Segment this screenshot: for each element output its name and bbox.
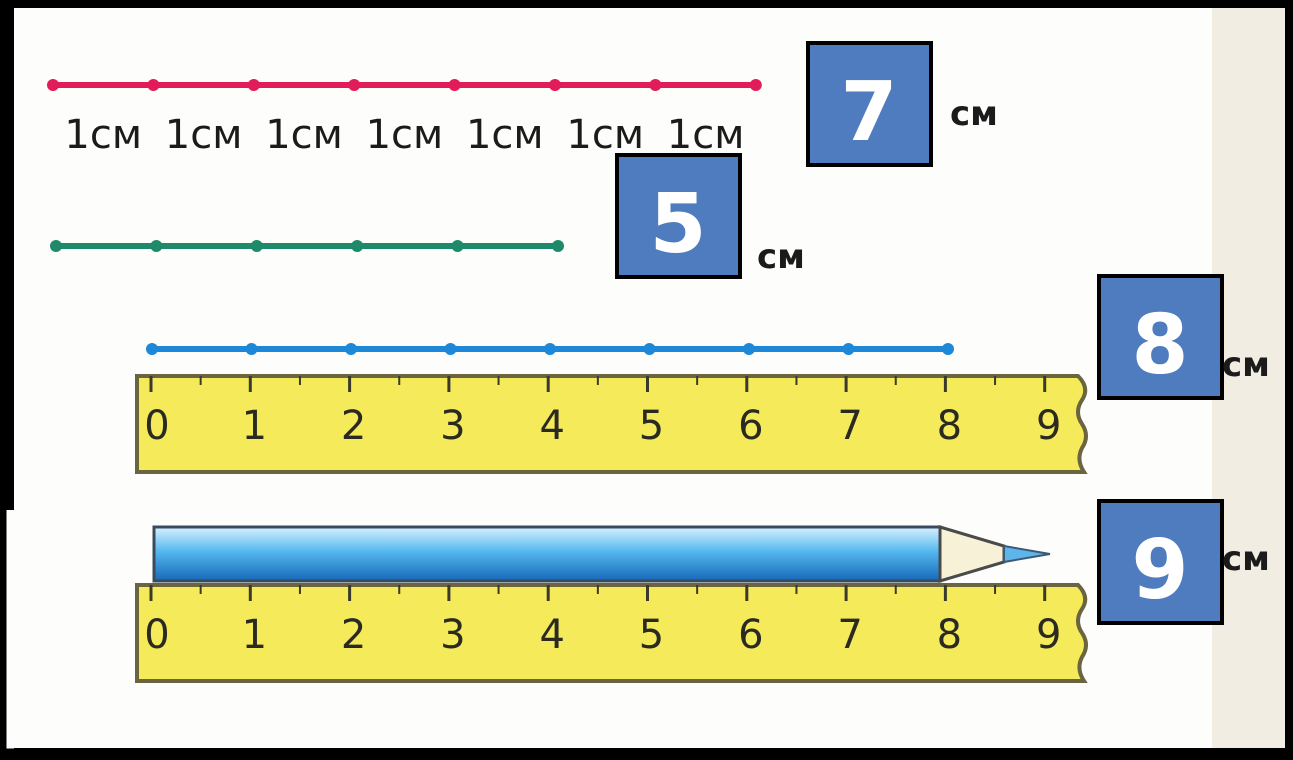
segment-tick-dot <box>245 343 258 355</box>
answer-box-3: 8 см <box>1097 274 1270 400</box>
segment-tick-dot <box>247 79 260 91</box>
ruler-tick-label: 2 <box>341 403 366 449</box>
ruler-tick-label: 1 <box>242 612 267 658</box>
segment-tick-dot <box>345 343 357 355</box>
unit-label: 1см <box>265 112 343 158</box>
answer-2-value: 5 <box>649 177 706 272</box>
ruler-tick-label: 0 <box>144 612 169 658</box>
segment-tick-dot <box>47 79 59 91</box>
answer-3-unit: см <box>1222 345 1270 385</box>
segment-tick-dot <box>743 343 755 355</box>
ruler-tick-label: 7 <box>837 612 862 658</box>
segment-3-marks <box>146 343 954 355</box>
ruler-tick-label: 5 <box>639 612 664 658</box>
segment-tick-dot <box>549 79 561 91</box>
answer-2-unit: см <box>757 237 805 277</box>
answer-box-3-fill <box>1097 274 1224 400</box>
segment-tick-dot <box>250 240 263 252</box>
answer-3-value: 8 <box>1131 298 1188 393</box>
segment-2-marks <box>50 240 564 252</box>
ruler-tick-label: 3 <box>440 403 465 449</box>
ruler-2-ticks: 0 1 2 3 4 5 6 7 8 9 <box>144 585 1061 658</box>
segment-green <box>50 240 564 252</box>
ruler-tick-label: 8 <box>937 403 962 449</box>
ruler-tick-label: 6 <box>738 612 763 658</box>
segment-tick-dot <box>150 240 163 252</box>
segment-1-marks <box>47 79 762 91</box>
ruler-tick-label: 4 <box>539 612 564 658</box>
segment-tick-dot <box>348 79 361 91</box>
answer-4-unit: см <box>1222 539 1270 579</box>
ruler-tick-label: 8 <box>937 612 962 658</box>
pencil <box>152 524 1051 584</box>
answer-box-2: 5 см <box>615 153 805 279</box>
segment-tick-dot <box>942 343 954 355</box>
answer-box-1-fill <box>806 41 933 167</box>
segment-tick-dot <box>451 240 464 252</box>
segment-tick-dot <box>50 240 62 252</box>
ruler-tick-label: 9 <box>1036 403 1061 449</box>
ruler-2-body <box>135 583 1088 683</box>
answer-box-4-fill <box>1097 499 1224 625</box>
ruler-2: 0 1 2 3 4 5 6 7 8 9 <box>135 583 1088 683</box>
answer-1-unit: см <box>950 94 998 134</box>
answer-1-value: 7 <box>840 65 897 160</box>
answer-4-value: 9 <box>1131 523 1188 618</box>
segment-tick-dot <box>643 343 656 355</box>
ruler-tick-label: 6 <box>738 403 763 449</box>
segment-tick-dot <box>649 79 662 91</box>
answer-box-4: 9 см <box>1097 499 1270 625</box>
segment-tick-dot <box>749 79 762 91</box>
unit-label: 1см <box>566 112 644 158</box>
page-edge <box>1212 8 1285 748</box>
ruler-1-ticks: 0 1 2 3 4 5 6 7 8 9 <box>144 376 1061 449</box>
ruler-tick-label: 4 <box>539 403 564 449</box>
pencil-body <box>152 525 942 583</box>
answer-box-1: 7 см <box>806 41 998 167</box>
segment-tick-dot <box>448 79 461 91</box>
unit-label: 1см <box>165 112 243 158</box>
ruler-tick-label: 2 <box>341 612 366 658</box>
answer-box-2-fill <box>615 153 742 279</box>
ruler-1-body <box>135 374 1088 474</box>
segment-tick-dot <box>146 343 158 355</box>
unit-label: 1см <box>667 112 745 158</box>
ruler-tick-label: 3 <box>440 612 465 658</box>
segment-tick-dot <box>444 343 457 355</box>
ruler-tick-label: 7 <box>837 403 862 449</box>
unit-label: 1см <box>466 112 544 158</box>
pencil-lead <box>1003 544 1051 564</box>
ruler-1: 0 1 2 3 4 5 6 7 8 9 <box>135 374 1088 474</box>
segment-tick-dot <box>552 240 564 252</box>
ruler-tick-label: 1 <box>242 403 267 449</box>
segment-tick-dot <box>351 240 364 252</box>
segment-tick-dot <box>147 79 160 91</box>
segment-tick-dot <box>842 343 855 355</box>
unit-label: 1см <box>64 112 142 158</box>
segment-blue <box>146 343 954 355</box>
segment-red: 1см 1см 1см 1см 1см 1см 1см <box>47 79 762 158</box>
ruler-tick-label: 0 <box>144 403 169 449</box>
ruler-tick-label: 5 <box>639 403 664 449</box>
unit-label: 1см <box>366 112 444 158</box>
ruler-tick-label: 9 <box>1036 612 1061 658</box>
segment-tick-dot <box>544 343 556 355</box>
unit-labels: 1см 1см 1см 1см 1см 1см 1см <box>64 112 744 158</box>
